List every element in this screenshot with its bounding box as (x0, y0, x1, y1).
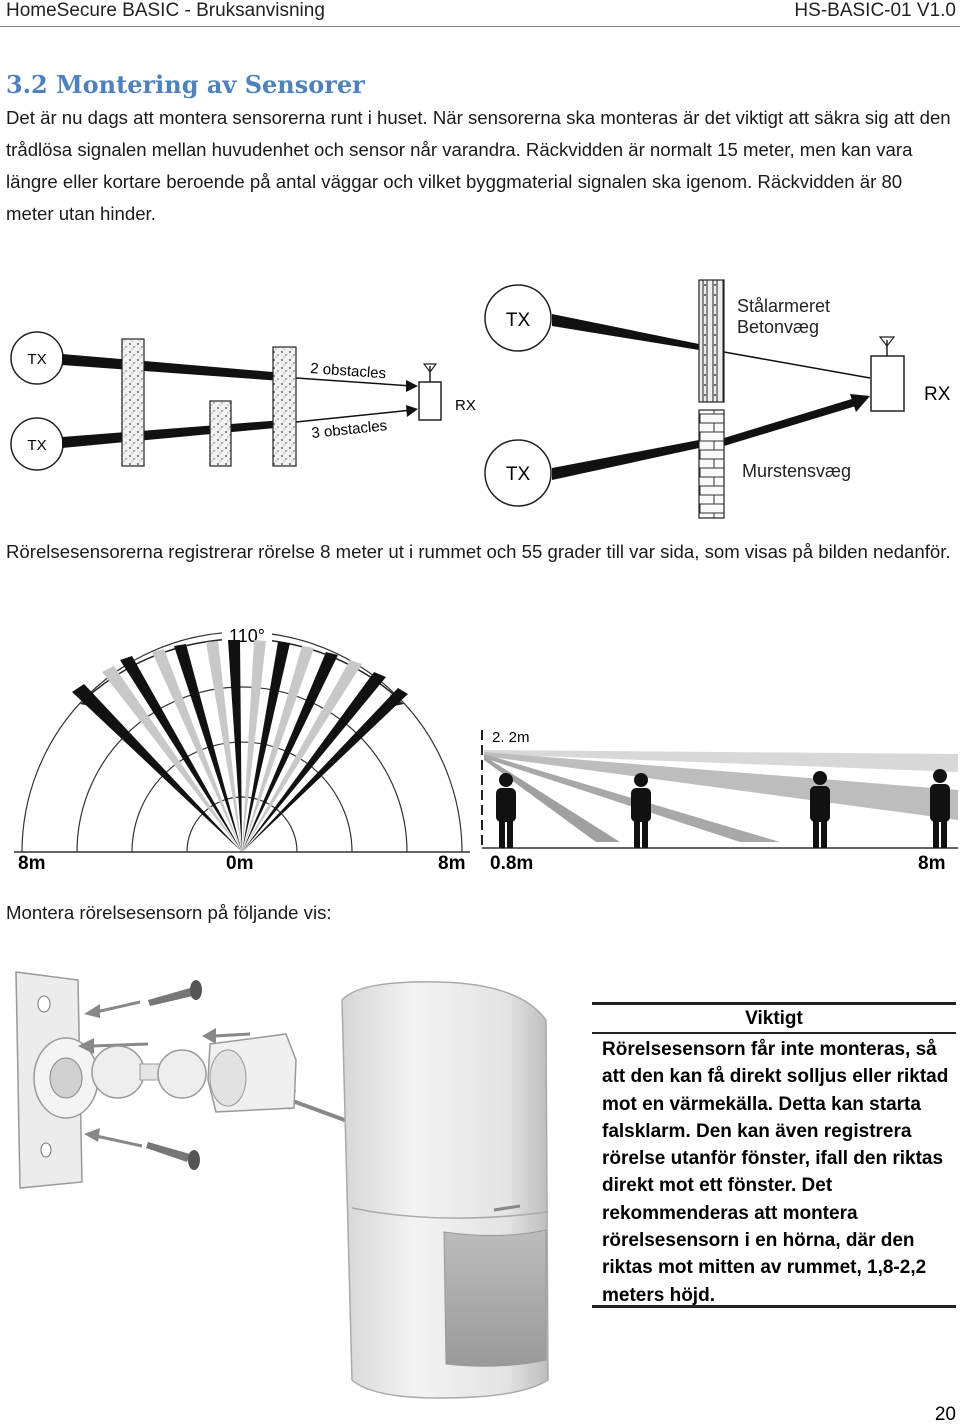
beam-brick-arrow (850, 394, 870, 412)
notice-title: Viktigt (745, 1008, 803, 1029)
rx-label-left: RX (455, 397, 476, 414)
swivel-socket (207, 1033, 297, 1113)
motion-sensor-body (341, 981, 549, 1399)
signal-range-diagram: TX TX 2 obstacles 3 obstacles RX TX TX S… (10, 279, 951, 519)
left-signal-example: TX TX 2 obstacles 3 obstacles RX (10, 331, 476, 471)
steel-concrete-wall (698, 279, 725, 403)
header-rule (0, 26, 960, 27)
rx-antenna-tip (422, 363, 438, 373)
beam-top-thin (295, 377, 413, 387)
brick-wall (698, 409, 725, 519)
beam-steel-thin (723, 351, 871, 379)
top-right-8m: 8m (438, 853, 465, 874)
person-silhouette-2 (631, 773, 651, 848)
screw-bottom (146, 1142, 200, 1170)
top-view-coverage: 110° 8m 0m 8m (14, 624, 470, 874)
motion-coverage-diagram: 110° 8m 0m 8m 2. 2m (14, 624, 958, 874)
swivel-joint (91, 1045, 207, 1099)
two-obstacles-label: 2 obstacles (310, 360, 387, 382)
beam-top-arrow (406, 380, 418, 392)
tx-label-bottom: TX (27, 437, 46, 454)
rx-receiver-box (418, 381, 442, 421)
right-signal-example: TX TX Stålarmeret Betonvæg Murstensvæg R… (484, 279, 951, 519)
mounting-illustration (15, 971, 549, 1399)
range-arc-4m (131, 741, 353, 853)
three-obstacles-label: 3 obstacles (311, 417, 388, 442)
mounting-instruction: Montera rörelsesensorn på följande vis: (6, 902, 332, 923)
notice-title-rule (592, 1032, 956, 1034)
tx-label-upper-right: TX (506, 310, 531, 331)
detection-beams (72, 640, 408, 852)
obstacle-wall-2 (209, 400, 232, 467)
side-beam-2 (484, 752, 958, 820)
header-model-version: HS-BASIC-01 V1.0 (794, 0, 956, 21)
tx-circle-upper-right (484, 284, 552, 352)
top-center-0m: 0m (226, 853, 253, 874)
steel-label: Stålarmeret (737, 296, 830, 316)
range-arc-2m (186, 796, 298, 853)
notice-bottom-rule (592, 1305, 956, 1308)
side-start-label: 0.8m (490, 853, 533, 874)
beam-bottom-arrow (406, 405, 418, 417)
person-silhouette-4 (930, 769, 950, 848)
beam-bottom-thick (62, 419, 296, 448)
brick-label: Murstensvæg (742, 461, 851, 481)
section-title: 3.2 Montering av Sensorer (6, 70, 365, 99)
range-arc-6m (76, 686, 408, 853)
person-silhouette-1 (496, 773, 516, 848)
rx-antenna-tip-right (878, 336, 896, 347)
beam-bottom-thin (295, 409, 413, 423)
side-beam-1 (484, 750, 958, 772)
header-document-title: HomeSecure BASIC - Bruksanvisning (6, 0, 325, 21)
beam-brick (552, 440, 699, 480)
tx-circle-lower-right (484, 439, 552, 507)
obstacle-wall-3 (272, 346, 297, 467)
concrete-label: Betonvæg (737, 317, 819, 337)
tx-label-top: TX (27, 351, 46, 368)
intro-paragraph: Det är nu dags att montera sensorerna ru… (6, 107, 951, 224)
notice-top-rule (592, 1002, 956, 1005)
height-label: 2. 2m (492, 729, 530, 746)
rx-label-right: RX (924, 384, 951, 405)
person-silhouette-3 (810, 771, 830, 848)
beam-brick-after (724, 398, 856, 446)
beam-steel (552, 314, 699, 350)
screw-top (148, 980, 202, 1006)
wall-bracket (15, 971, 99, 1189)
page-header: HomeSecure BASIC - Bruksanvisning HS-BAS… (0, 0, 960, 27)
notice-body: Rörelsesensorn får inte monteras, så att… (602, 1039, 949, 1306)
important-notice: Viktigt Rörelsesensorn får inte monteras… (592, 1002, 956, 1308)
rx-receiver-box-right (870, 355, 905, 412)
side-view-coverage: 2. 2m 0.8m 8m (481, 729, 958, 874)
tx-label-lower-right: TX (506, 464, 531, 485)
motion-range-paragraph: Rörelsesensorerna registrerar rörelse 8 … (6, 541, 951, 562)
side-end-label: 8m (918, 853, 945, 874)
side-beam-4 (484, 756, 620, 842)
beam-top-thick (62, 354, 296, 382)
page-number: 20 (934, 1404, 956, 1425)
top-left-8m: 8m (18, 853, 45, 874)
obstacle-wall-1 (121, 338, 145, 467)
